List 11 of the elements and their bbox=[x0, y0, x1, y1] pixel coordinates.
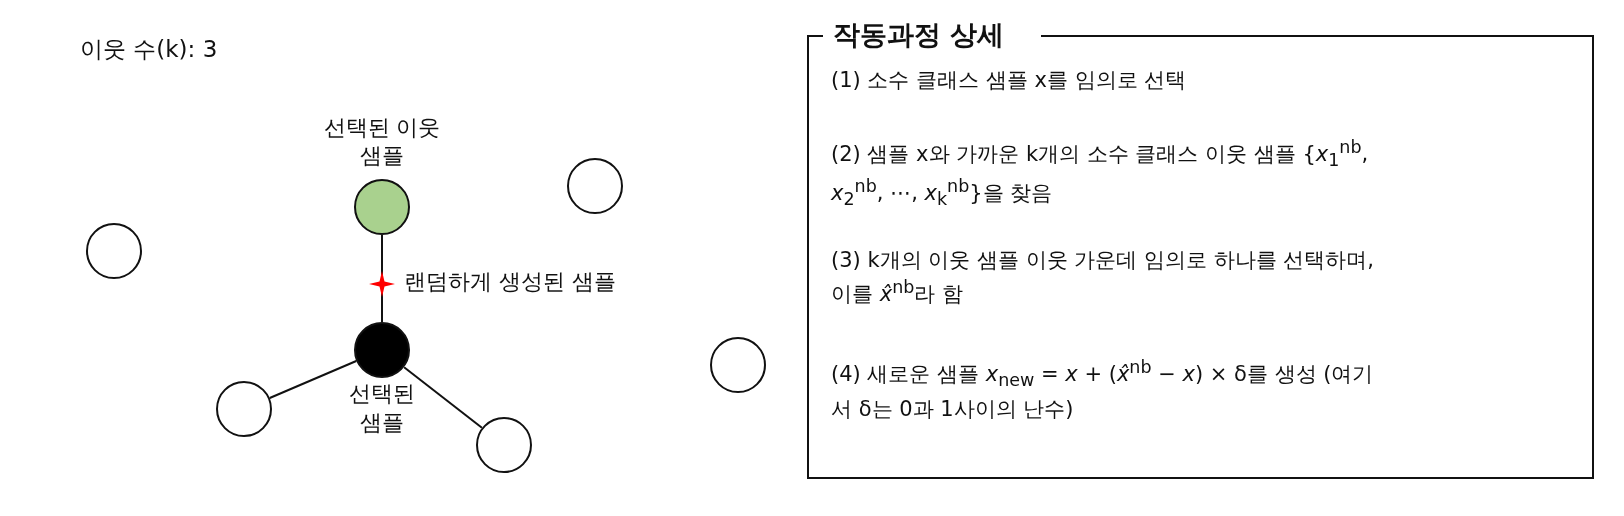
parameter-label: 이웃 수(k): 3 bbox=[80, 35, 218, 64]
step-text: (4) 새로운 샘플 x$_{new}$ = x + (x̂$^{nb}$ − x) × δ를 생성 (여기서 δ는 0과 1사이의 난수) bbox=[831, 356, 1375, 423]
panel-title: 작동과정 상세 bbox=[833, 18, 1005, 52]
node-label: 선택된 샘플 bbox=[348, 380, 416, 437]
connector-line bbox=[268, 360, 358, 399]
step-text: (3) k개의 이웃 샘플 이웃 가운데 임의로 하나를 선택하며, 이를 x̂$^{nb}$라 함 bbox=[831, 247, 1375, 309]
annotation-text: 랜덤하게 생성된 샘플 bbox=[404, 268, 616, 296]
step-text: (2) 샘플 x와 가까운 k개의 소수 클래스 이웃 샘플 {x$_{1}$$^{nb}$, x$_{2}$$^{nb}$, ⋯, x$_{k}$$^{nb}$}을 찾음 bbox=[831, 136, 1370, 211]
node-label: 선택된 이웃 샘플 bbox=[322, 113, 442, 171]
step-text: (1) 소수 클래스 샘플 x를 임의로 선택 bbox=[831, 67, 1188, 94]
connector-line bbox=[403, 366, 483, 429]
